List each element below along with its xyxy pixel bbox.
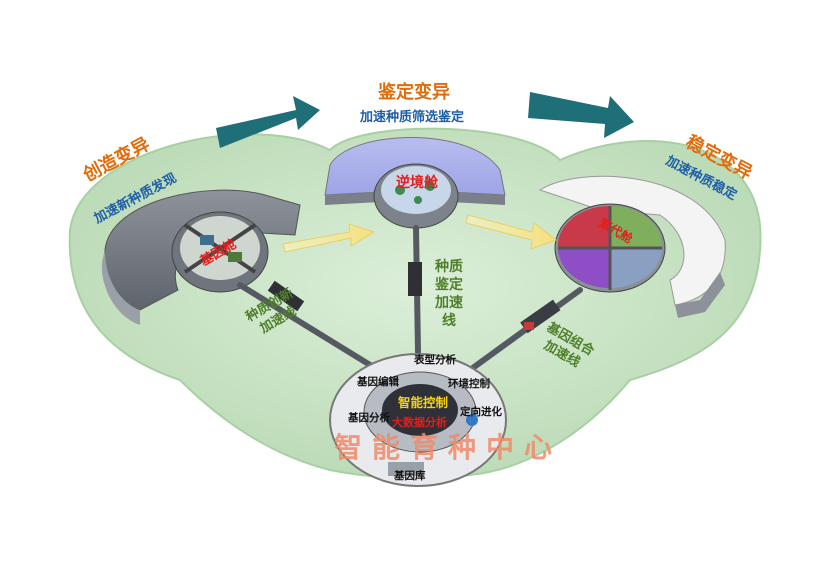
conveyor-machines [267,262,561,334]
stage-top-title: 鉴定变异 [378,82,450,103]
node-directed-evolution: 定向进化 [460,406,502,418]
teal-arrow-right-icon [528,92,634,138]
line-middle-label: 种质鉴定加速线 [435,259,463,329]
left-bunker [101,189,301,325]
center-core-label: 智能控制 [398,395,449,410]
pod-top-label: 逆境舱 [396,175,438,191]
node-environment-control: 环境控制 [448,378,490,390]
node-gene-analysis: 基因分析 [348,412,390,424]
center-core-sublabel: 大数据分析 [392,416,447,429]
center-title: 智能育种中心 [334,431,563,464]
teal-arrow-left-icon [216,96,320,148]
node-phenotype: 表型分析 [414,354,456,366]
center-hub [329,353,507,487]
stage-top-subtitle: 加速种质筛选鉴定 [360,110,465,125]
yellow-arrow-left-icon [282,223,376,253]
node-gene-editing: 基因编辑 [357,376,399,388]
yellow-arrow-right-icon [465,214,558,250]
node-gene-bank: 基因库 [394,470,426,482]
right-bunker [538,175,726,318]
